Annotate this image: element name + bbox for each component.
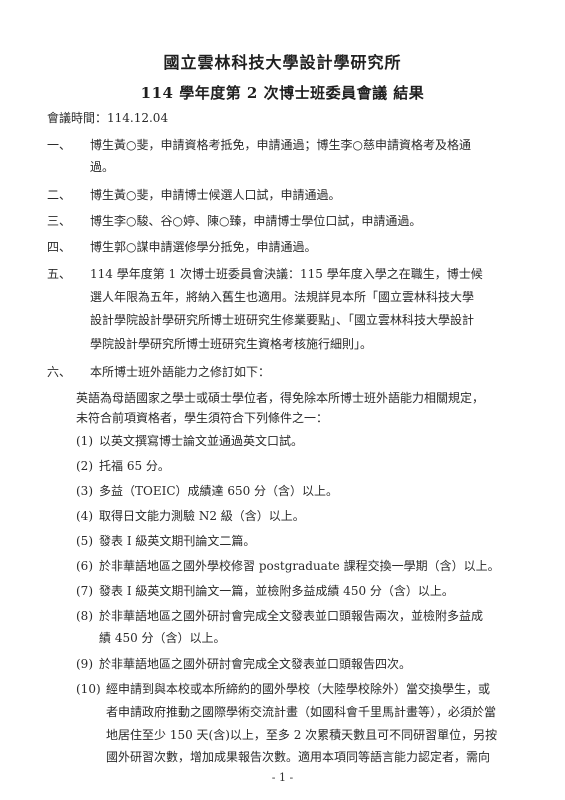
condition-text: 以英文撰寫博士論文並通過英文口試。 [99,434,304,448]
item-text-line: 本所博士班外語能力之修訂如下： [90,365,271,379]
condition-text: 地居住至少 150 天(含)以上，至多 2 次累積天數且可不同研習單位，另按 [106,728,498,742]
document-title: 國立雲林科技大學設計學研究所 [163,53,402,72]
intro-line: 未符合前項資格者，學生須符合下列條件之一： [76,411,329,425]
document-subtitle: 114 學年度第 2 次博士班委員會議 結果 [140,84,425,102]
condition-text: 績 450 分（含）以上。 [99,631,226,645]
condition-text: 多益（TOEIC）成績達 650 分（含）以上。 [99,484,339,498]
condition-text: 於非華語地區之國外學校修習 postgraduate 課程交換一學期（含）以上。 [99,559,500,573]
item-text-line: 選人年限為五年，將納入舊生也適用。法規詳見本所「國立雲林科技大學 [90,290,475,304]
item-number: 四、 [47,240,72,254]
item-text-line: 博生郭○謀申請選修學分抵免，申請通過。 [90,240,317,254]
condition-number: (6) [76,559,93,573]
condition-text: 發表 I 級英文期刊論文二篇。 [99,534,256,548]
condition-number: (8) [76,609,93,623]
condition-text: 國外研習次數，增加成果報告次數。適用本項同等語言能力認定者，需向 [106,750,491,764]
condition-text: 於非華語地區之國外研討會完成全文發表並口頭報告兩次，並檢附多益成 [99,609,484,623]
item-text-line: 學院設計學研究所博士班研究生資格考核施行細則」。 [90,337,373,351]
item-number: 六、 [47,365,72,379]
item-number: 三、 [47,214,72,228]
item-text-line: 114 學年度第 1 次博士班委員會決議：115 學年度入學之在職生，博士候 [90,267,483,281]
condition-text: 經申請到與本校或本所締約的國外學校（大陸學校除外）當交換學生，或 [106,682,491,696]
meeting-time: 會議時間：114.12.04 [47,111,169,125]
condition-number: (3) [76,484,93,498]
item-number: 五、 [47,267,72,281]
condition-text: 托福 65 分。 [99,459,170,473]
condition-number: (10) [76,682,101,696]
condition-text: 發表 I 級英文期刊論文一篇，並檢附多益成績 450 分（含）以上。 [99,584,454,598]
item-text-line: 博生黃○斐，申請資格考抵免，申請通過；博生李○慈申請資格考及格通 [90,138,471,152]
item-text-line: 博生黃○斐，申請博士候選人口試，申請通過。 [90,188,341,202]
item-text-line: 過。 [90,160,115,174]
condition-number: (9) [76,657,93,671]
item-number: 二、 [47,188,72,202]
condition-number: (5) [76,534,93,548]
item-number: 一、 [47,138,72,152]
condition-text: 於非華語地區之國外研討會完成全文發表並口頭報告四次。 [99,657,412,671]
intro-line: 英語為母語國家之學士或碩士學位者，得免除本所博士班外語能力相關規定， [76,391,485,405]
condition-number: (4) [76,509,93,523]
condition-number: (1) [76,434,93,448]
page-number: - 1 - [271,771,294,784]
condition-number: (7) [76,584,93,598]
item-text-line: 博生李○駿、谷○婷、陳○臻，申請博士學位口試，申請通過。 [90,214,422,228]
condition-text: 者申請政府推動之國際學術交流計畫（如國科會千里馬計畫等），必須於當 [106,705,497,719]
condition-text: 取得日文能力測驗 N2 級（含）以上。 [99,509,305,523]
item-text-line: 設計學院設計學研究所博士班研究生修業要點」、「國立雲林科技大學設計 [90,313,475,327]
condition-number: (2) [76,459,93,473]
